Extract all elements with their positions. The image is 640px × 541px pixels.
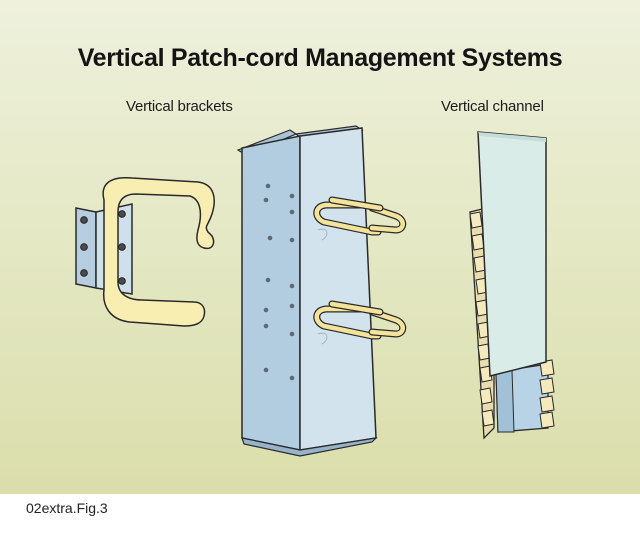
caption-bar <box>0 494 640 541</box>
figure-caption: 02extra.Fig.3 <box>26 500 108 516</box>
figure-title: Vertical Patch-cord Management Systems <box>77 44 563 72</box>
label-vertical-channel: Vertical channel <box>441 98 544 115</box>
d-ring-bracket <box>75 176 215 327</box>
wire-loop-upper <box>313 196 407 236</box>
mounting-screws <box>80 210 126 285</box>
channel-cover <box>477 131 547 377</box>
wire-loop-lower <box>313 300 407 340</box>
label-vertical-brackets: Vertical brackets <box>126 98 233 115</box>
diagram-illustration <box>75 125 555 457</box>
panel-holes <box>263 183 295 381</box>
channel-right-fingers <box>539 359 555 429</box>
vertical-channel <box>469 131 555 440</box>
vertical-bracket-panel <box>236 125 378 457</box>
